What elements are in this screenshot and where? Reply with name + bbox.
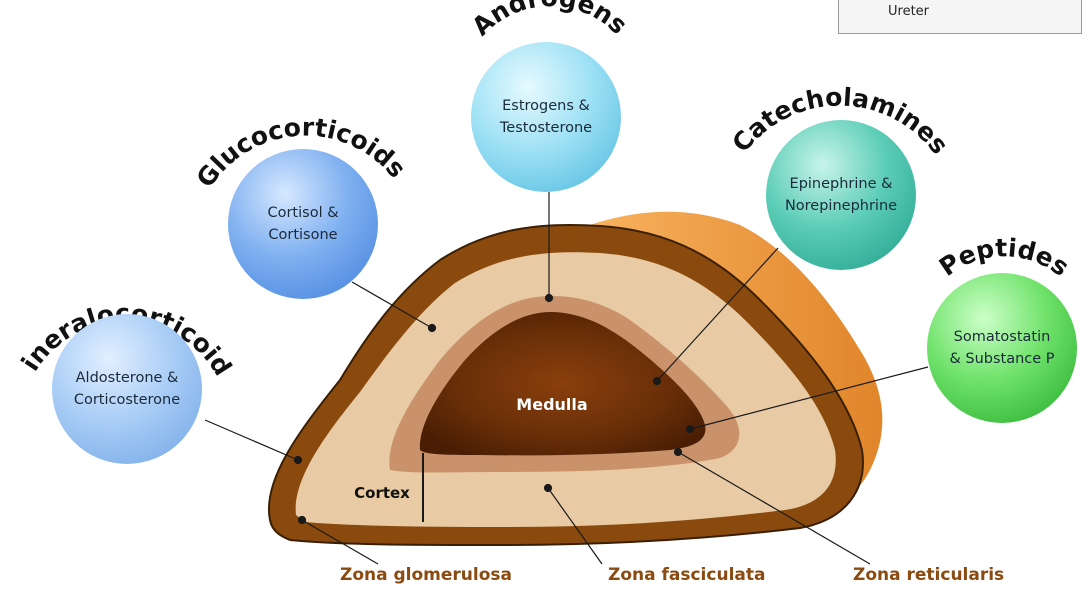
examples-peptides: Somatostatin & Substance P [938,326,1067,370]
examples-androgens: Estrogens & Testosterone [482,95,611,139]
title-androgens: Androgens [466,0,633,41]
examples-catecholamines: Epinephrine & Norepinephrine [777,173,906,217]
label-zona-reticularis: Zona reticularis [853,565,1004,585]
legend-ureter: Ureter [888,4,929,19]
label-medulla: Medulla [516,395,587,414]
label-zona-fasciculata: Zona fasciculata [608,565,765,585]
bubble-androgens: Estrogens & Testosterone [471,42,621,192]
label-zona-glomerulosa: Zona glomerulosa [340,565,512,585]
leader-mineralocorticoids [205,420,298,460]
bubble-peptides: Somatostatin & Substance P [927,273,1077,423]
legend-box [838,0,1082,34]
examples-mineralocorticoids: Aldosterone & Corticosterone [63,367,192,411]
examples-glucocorticoids: Cortisol & Cortisone [239,202,368,246]
bubble-glucocorticoids: Cortisol & Cortisone [228,149,378,299]
bubble-mineralocorticoids: Aldosterone & Corticosterone [52,314,202,464]
label-cortex: Cortex [354,484,410,502]
bubble-catecholamines: Epinephrine & Norepinephrine [766,120,916,270]
